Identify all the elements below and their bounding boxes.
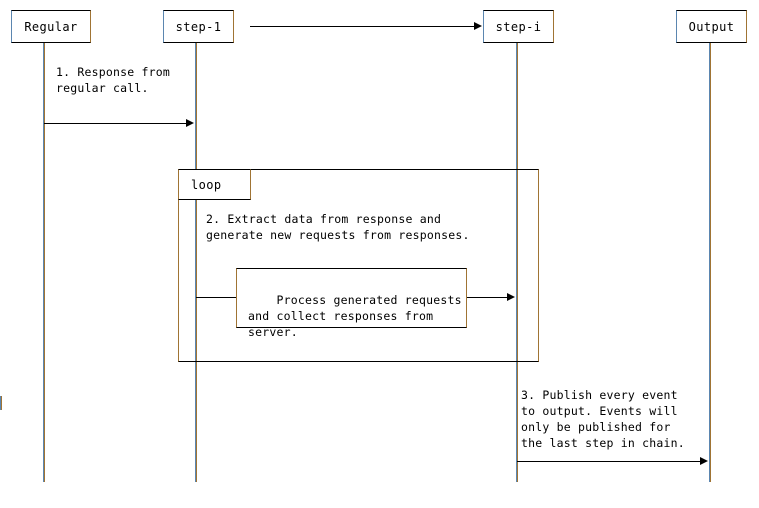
lifeline-step-1 xyxy=(195,43,197,482)
process-note-arrow-line-left xyxy=(196,297,236,298)
participant-box-output[interactable]: Output xyxy=(676,10,747,43)
message-1-line xyxy=(44,123,187,124)
participant-box-regular[interactable]: Regular xyxy=(11,10,91,43)
participant-label-step-i: step-i xyxy=(495,19,542,34)
loop-fragment-frame[interactable] xyxy=(178,169,539,362)
participant-label-output: Output xyxy=(688,19,735,34)
participant-box-step-1[interactable]: step-1 xyxy=(163,10,234,43)
message-1-arrow-head-icon xyxy=(186,119,194,127)
chain-arrow-head-icon xyxy=(474,22,482,30)
message-2-label: 2. Extract data from response and genera… xyxy=(206,212,470,242)
process-note-text: Process generated requests and collect r… xyxy=(248,293,462,339)
message-3-arrow-head-icon xyxy=(700,457,708,465)
chain-arrow-line xyxy=(250,26,475,27)
process-note-arrow-line-right xyxy=(467,297,508,298)
lifeline-output xyxy=(709,43,711,482)
message-3-label: 3. Publish every event to output. Events… xyxy=(521,388,685,450)
message-3-line xyxy=(517,461,701,462)
participant-label-regular: Regular xyxy=(24,19,78,34)
process-note-box[interactable]: Process generated requests and collect r… xyxy=(236,268,467,339)
lifeline-step-i xyxy=(516,43,518,482)
loop-fragment-operator-label[interactable]: loop xyxy=(178,169,251,200)
participant-label-step-1: step-1 xyxy=(175,19,222,34)
loop-operator-text: loop xyxy=(191,177,222,192)
message-1-label: 1. Response from regular call. xyxy=(56,65,170,95)
participant-box-step-i[interactable]: step-i xyxy=(483,10,554,43)
process-note-arrow-head-icon xyxy=(507,293,515,301)
edge-artifact-tick xyxy=(0,396,2,410)
lifeline-regular xyxy=(43,43,45,482)
